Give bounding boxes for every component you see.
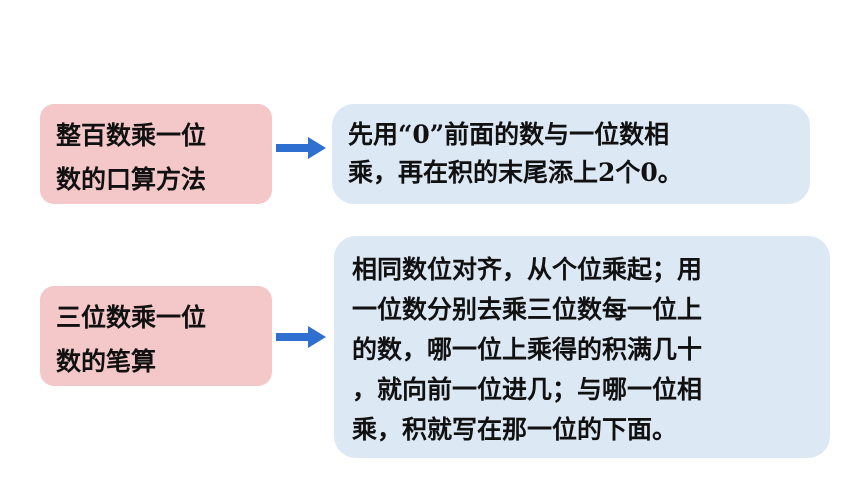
arrow-right-icon: [276, 326, 326, 348]
label-line: 三位数乘一位: [56, 303, 207, 332]
description-line: 乘，积就写在那一位的下面。: [352, 415, 678, 444]
label-line: 整百数乘一位: [56, 121, 207, 150]
description-line: 相同数位对齐，从个位乘起；用: [352, 255, 703, 284]
label-line: 数的口算方法: [56, 165, 207, 194]
description-line: 的数，哪一位上乘得的积满几十: [352, 335, 703, 364]
method-description-written: 相同数位对齐，从个位乘起；用 一位数分别去乘三位数每一位上 的数，哪一位上乘得的…: [334, 236, 830, 458]
description-line: ，就向前一位进几；与哪一位相: [352, 375, 703, 404]
method-label-written: 三位数乘一位 数的笔算: [40, 286, 272, 386]
method-description-oral: 先用“0”前面的数与一位数相 乘，再在积的末尾添上2个0。: [332, 104, 810, 204]
label-line: 数的笔算: [56, 347, 157, 376]
description-line: 乘，再在积的末尾添上2个0。: [348, 158, 683, 187]
method-label-oral: 整百数乘一位 数的口算方法: [40, 104, 272, 204]
arrow-right-icon: [276, 137, 326, 159]
description-line: 先用“0”前面的数与一位数相: [348, 120, 670, 149]
description-line: 一位数分别去乘三位数每一位上: [352, 295, 703, 324]
